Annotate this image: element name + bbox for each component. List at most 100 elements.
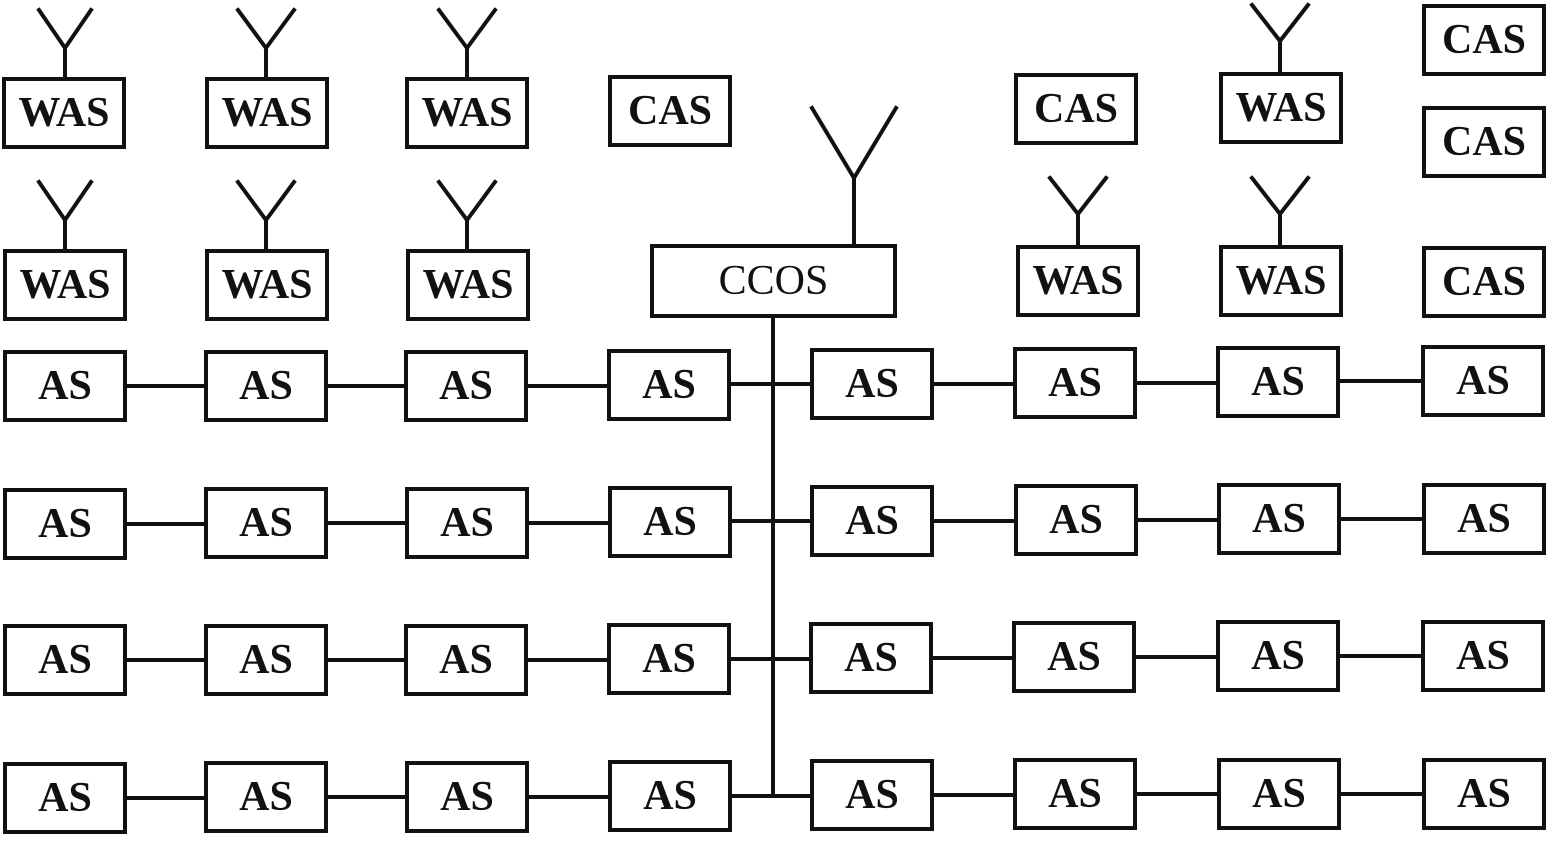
as-label: AS (38, 363, 92, 409)
was-label: WAS (18, 90, 110, 136)
as-box: AS (3, 624, 127, 696)
as-box: AS (1013, 347, 1137, 419)
as-label: AS (1047, 634, 1101, 680)
as-box: AS (1216, 346, 1340, 418)
antenna-icon (235, 179, 297, 252)
as-box: AS (1013, 758, 1137, 830)
was-box: WAS (1219, 72, 1343, 144)
antenna-icon (436, 7, 498, 80)
as-label: AS (642, 362, 696, 408)
as-label: AS (1251, 359, 1305, 405)
as-label: AS (439, 363, 493, 409)
as-box: AS (1421, 620, 1545, 692)
as-box: AS (809, 622, 933, 694)
was-box: WAS (1219, 245, 1343, 317)
was-label: WAS (422, 262, 514, 308)
as-label: AS (1456, 633, 1510, 679)
as-box: AS (204, 487, 328, 559)
cas-label: CAS (627, 88, 713, 134)
as-box: AS (1014, 484, 1138, 556)
as-label: AS (1252, 496, 1306, 542)
as-label: AS (1048, 771, 1102, 817)
was-label: WAS (221, 90, 313, 136)
as-box: AS (404, 350, 528, 422)
as-box: AS (3, 488, 127, 560)
as-label: AS (642, 636, 696, 682)
ccos-label: CCOS (718, 258, 829, 304)
as-label: AS (1457, 496, 1511, 542)
antenna-icon (36, 7, 94, 80)
as-box: AS (1216, 620, 1340, 692)
as-label: AS (439, 637, 493, 683)
was-label: WAS (221, 262, 313, 308)
as-label: AS (239, 363, 293, 409)
was-box: WAS (406, 249, 530, 321)
as-box: AS (1217, 758, 1341, 830)
as-label: AS (239, 637, 293, 683)
as-box: AS (3, 350, 127, 422)
as-label: AS (38, 501, 92, 547)
as-label: AS (845, 498, 899, 544)
as-label: AS (1049, 497, 1103, 543)
as-label: AS (844, 635, 898, 681)
as-box: AS (405, 487, 529, 559)
as-box: AS (1422, 758, 1546, 830)
as-box: AS (608, 760, 732, 832)
antenna-icon (36, 179, 94, 252)
as-box: AS (3, 762, 127, 834)
cas-box: CAS (1014, 73, 1138, 145)
cas-label: CAS (1441, 119, 1527, 165)
ccos-antenna-icon (809, 105, 899, 246)
was-label: WAS (1235, 85, 1327, 131)
as-label: AS (845, 772, 899, 818)
as-box: AS (1012, 621, 1136, 693)
as-label: AS (643, 773, 697, 819)
cas-box: CAS (1422, 4, 1546, 76)
was-box: WAS (405, 77, 529, 149)
as-box: AS (204, 624, 328, 696)
as-label: AS (845, 361, 899, 407)
as-box: AS (204, 761, 328, 833)
was-label: WAS (421, 90, 513, 136)
was-box: WAS (2, 77, 126, 149)
was-label: WAS (1235, 258, 1327, 304)
as-box: AS (810, 348, 934, 420)
as-box: AS (810, 485, 934, 557)
cas-box: CAS (608, 75, 732, 147)
as-label: AS (1251, 633, 1305, 679)
as-box: AS (1217, 483, 1341, 555)
cas-label: CAS (1441, 259, 1527, 305)
was-box: WAS (205, 249, 329, 321)
cas-box: CAS (1422, 106, 1546, 178)
ccos-box: CCOS (650, 244, 897, 318)
as-box: AS (607, 349, 731, 421)
as-label: AS (643, 499, 697, 545)
was-label: WAS (1032, 258, 1124, 304)
as-box: AS (607, 623, 731, 695)
as-box: AS (810, 759, 934, 831)
antenna-icon (436, 179, 498, 252)
as-label: AS (38, 637, 92, 683)
antenna-icon (1249, 175, 1311, 248)
as-label: AS (239, 774, 293, 820)
as-label: AS (440, 774, 494, 820)
as-label: AS (38, 775, 92, 821)
antenna-icon (235, 7, 297, 80)
as-box: AS (404, 624, 528, 696)
was-box: WAS (1016, 245, 1140, 317)
was-box: WAS (205, 77, 329, 149)
cas-label: CAS (1033, 86, 1119, 132)
antenna-icon (1249, 2, 1311, 75)
as-label: AS (1457, 771, 1511, 817)
as-label: AS (1252, 771, 1306, 817)
antenna-icon (1047, 175, 1109, 248)
was-label: WAS (19, 262, 111, 308)
was-box: WAS (3, 249, 127, 321)
as-box: AS (608, 486, 732, 558)
as-label: AS (1048, 360, 1102, 406)
as-box: AS (1422, 483, 1546, 555)
as-box: AS (1421, 345, 1545, 417)
cas-label: CAS (1441, 17, 1527, 63)
